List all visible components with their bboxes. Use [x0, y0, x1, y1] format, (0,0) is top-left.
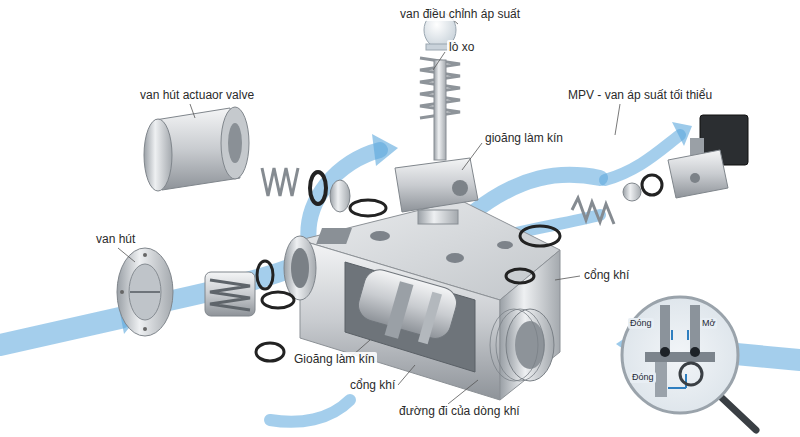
part-label: cổng khí: [582, 268, 631, 282]
part-label: cổng khí: [348, 378, 397, 392]
part-label: đường đi của dòng khí: [397, 404, 522, 418]
state-label: Đóng: [628, 318, 654, 329]
part-label: MPV - van áp suất tối thiểu: [566, 88, 714, 102]
part-label: van điều chỉnh áp suất: [398, 7, 522, 21]
part-label: gioăng làm kín: [483, 131, 565, 145]
state-label: Đóng: [630, 372, 656, 383]
part-label: lò xo: [447, 40, 476, 54]
state-label: Mở: [700, 318, 717, 329]
part-label: Gioăng làm kín: [292, 352, 377, 366]
part-label: van hút actuaor valve: [138, 88, 256, 102]
part-label: van hút: [94, 232, 137, 246]
